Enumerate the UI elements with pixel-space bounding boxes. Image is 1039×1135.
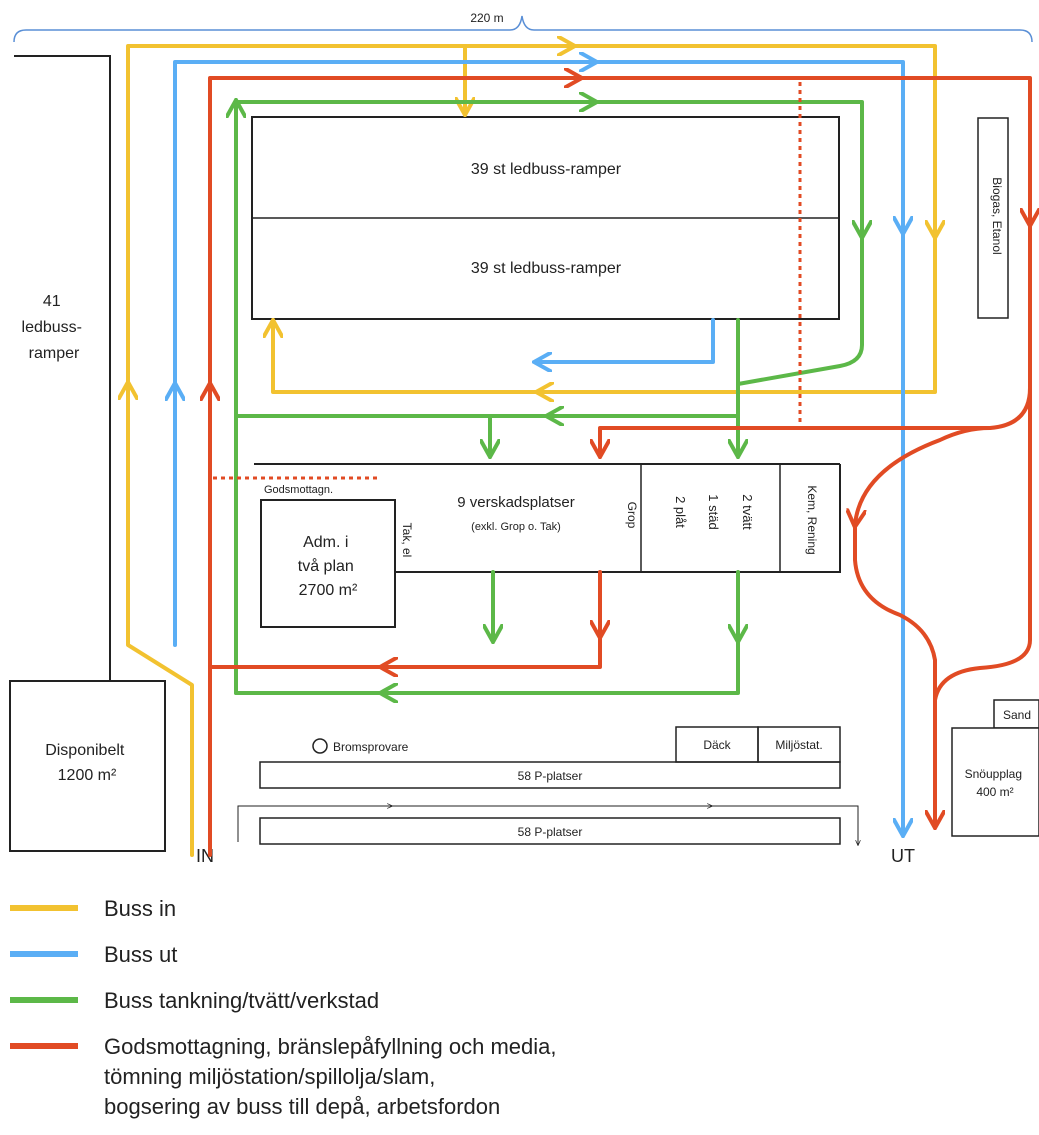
route-bus-out-top <box>173 60 903 387</box>
dack-label: Däck <box>703 738 731 752</box>
parking-row-2 <box>259 817 841 845</box>
legend-label: Godsmottagning, bränslepåfyllning och me… <box>104 1034 557 1119</box>
dimension-label: 220 m <box>470 11 503 25</box>
kem-label: Kem, Rening <box>805 485 819 554</box>
legend-swatch-blue <box>10 951 78 957</box>
route-goods <box>208 76 1032 857</box>
route-service <box>236 102 862 693</box>
sand-label: Sand <box>1003 708 1031 722</box>
parking-circulation <box>237 805 858 845</box>
dimension-brace <box>13 15 1033 43</box>
route-goods-to-workshop <box>600 222 1032 455</box>
disponibelt-label: Disponibelt 1200 m² <box>45 742 129 784</box>
parking-row-2-label: 58 P-platser <box>518 825 583 839</box>
ramps-top-label: 39 st ledbuss-ramper <box>471 161 622 178</box>
stad-label: 1 städ <box>706 494 721 529</box>
route-goods-return <box>382 634 602 667</box>
legend-swatch-red <box>10 1043 78 1049</box>
verkstad-label: 9 verskadsplatser <box>457 494 575 511</box>
tvatt-label: 2 tvätt <box>740 494 755 530</box>
plat-label: 2 plåt <box>673 496 688 528</box>
adm-box <box>260 499 396 628</box>
bromsprovare-icon <box>312 738 328 754</box>
legend-label: Buss ut <box>104 942 178 967</box>
exit-label: UT <box>891 846 915 866</box>
route-bus-out-from-ramps <box>536 318 715 362</box>
parking-row-1-label: 58 P-platser <box>518 769 583 783</box>
depot-site-plan: 220 m 41 ledbuss- ramper 39 st ledbuss-r… <box>9 11 1039 866</box>
godsmottagn-label: Godsmottagn. <box>264 484 333 496</box>
route-goods-to-kem <box>855 426 992 525</box>
biogas-label: Biogas, Etanol <box>990 177 1004 254</box>
route-service-top <box>234 100 862 236</box>
tak-el-label: Tak, el <box>400 523 414 558</box>
legend-item-service: Buss tankning/tvätt/verkstad <box>10 986 379 1016</box>
route-bus-in-loop <box>126 44 935 386</box>
miljostat-label: Miljöstat. <box>775 738 822 752</box>
adm-label: Adm. i två plan 2700 m² <box>298 534 359 599</box>
legend-label: Buss tankning/tvätt/verkstad <box>104 988 380 1013</box>
grop-label: Grop <box>625 502 639 529</box>
route-service-merge <box>736 234 864 386</box>
workshop-bottom-wall <box>395 464 841 573</box>
left-ramps-outline <box>14 55 111 680</box>
legend-swatch-green <box>10 997 78 1003</box>
ramps-bottom-label: 39 st ledbuss-ramper <box>471 260 622 277</box>
route-goods-to-snow <box>853 523 935 826</box>
legend-swatch-yellow <box>10 905 78 911</box>
bromsprovare-label: Bromsprovare <box>333 740 409 754</box>
snoupplag-label: Snöupplag 400 m² <box>965 767 1026 799</box>
route-bus-in-entry <box>128 384 194 857</box>
route-bus-out <box>175 62 903 834</box>
legend-item-bus-in: Buss in <box>10 894 176 924</box>
route-goods-top <box>208 76 1030 387</box>
verkstad-sub-label: (exkl. Grop o. Tak) <box>471 521 561 533</box>
biogas-box <box>977 117 1009 319</box>
parking-row-1 <box>259 761 841 789</box>
legend-item-goods: Godsmottagning, bränslepåfyllning och me… <box>10 1032 557 1122</box>
legend: Buss in Buss ut Buss tankning/tvätt/verk… <box>0 880 1039 1135</box>
legend-item-bus-out: Buss ut <box>10 940 177 970</box>
legend-label: Buss in <box>104 896 177 921</box>
disponibelt-box <box>9 680 166 852</box>
left-ramps-label: 41 ledbuss- ramper <box>22 293 87 362</box>
route-goods-side <box>933 386 1032 702</box>
snoupplag-box <box>951 727 1039 837</box>
